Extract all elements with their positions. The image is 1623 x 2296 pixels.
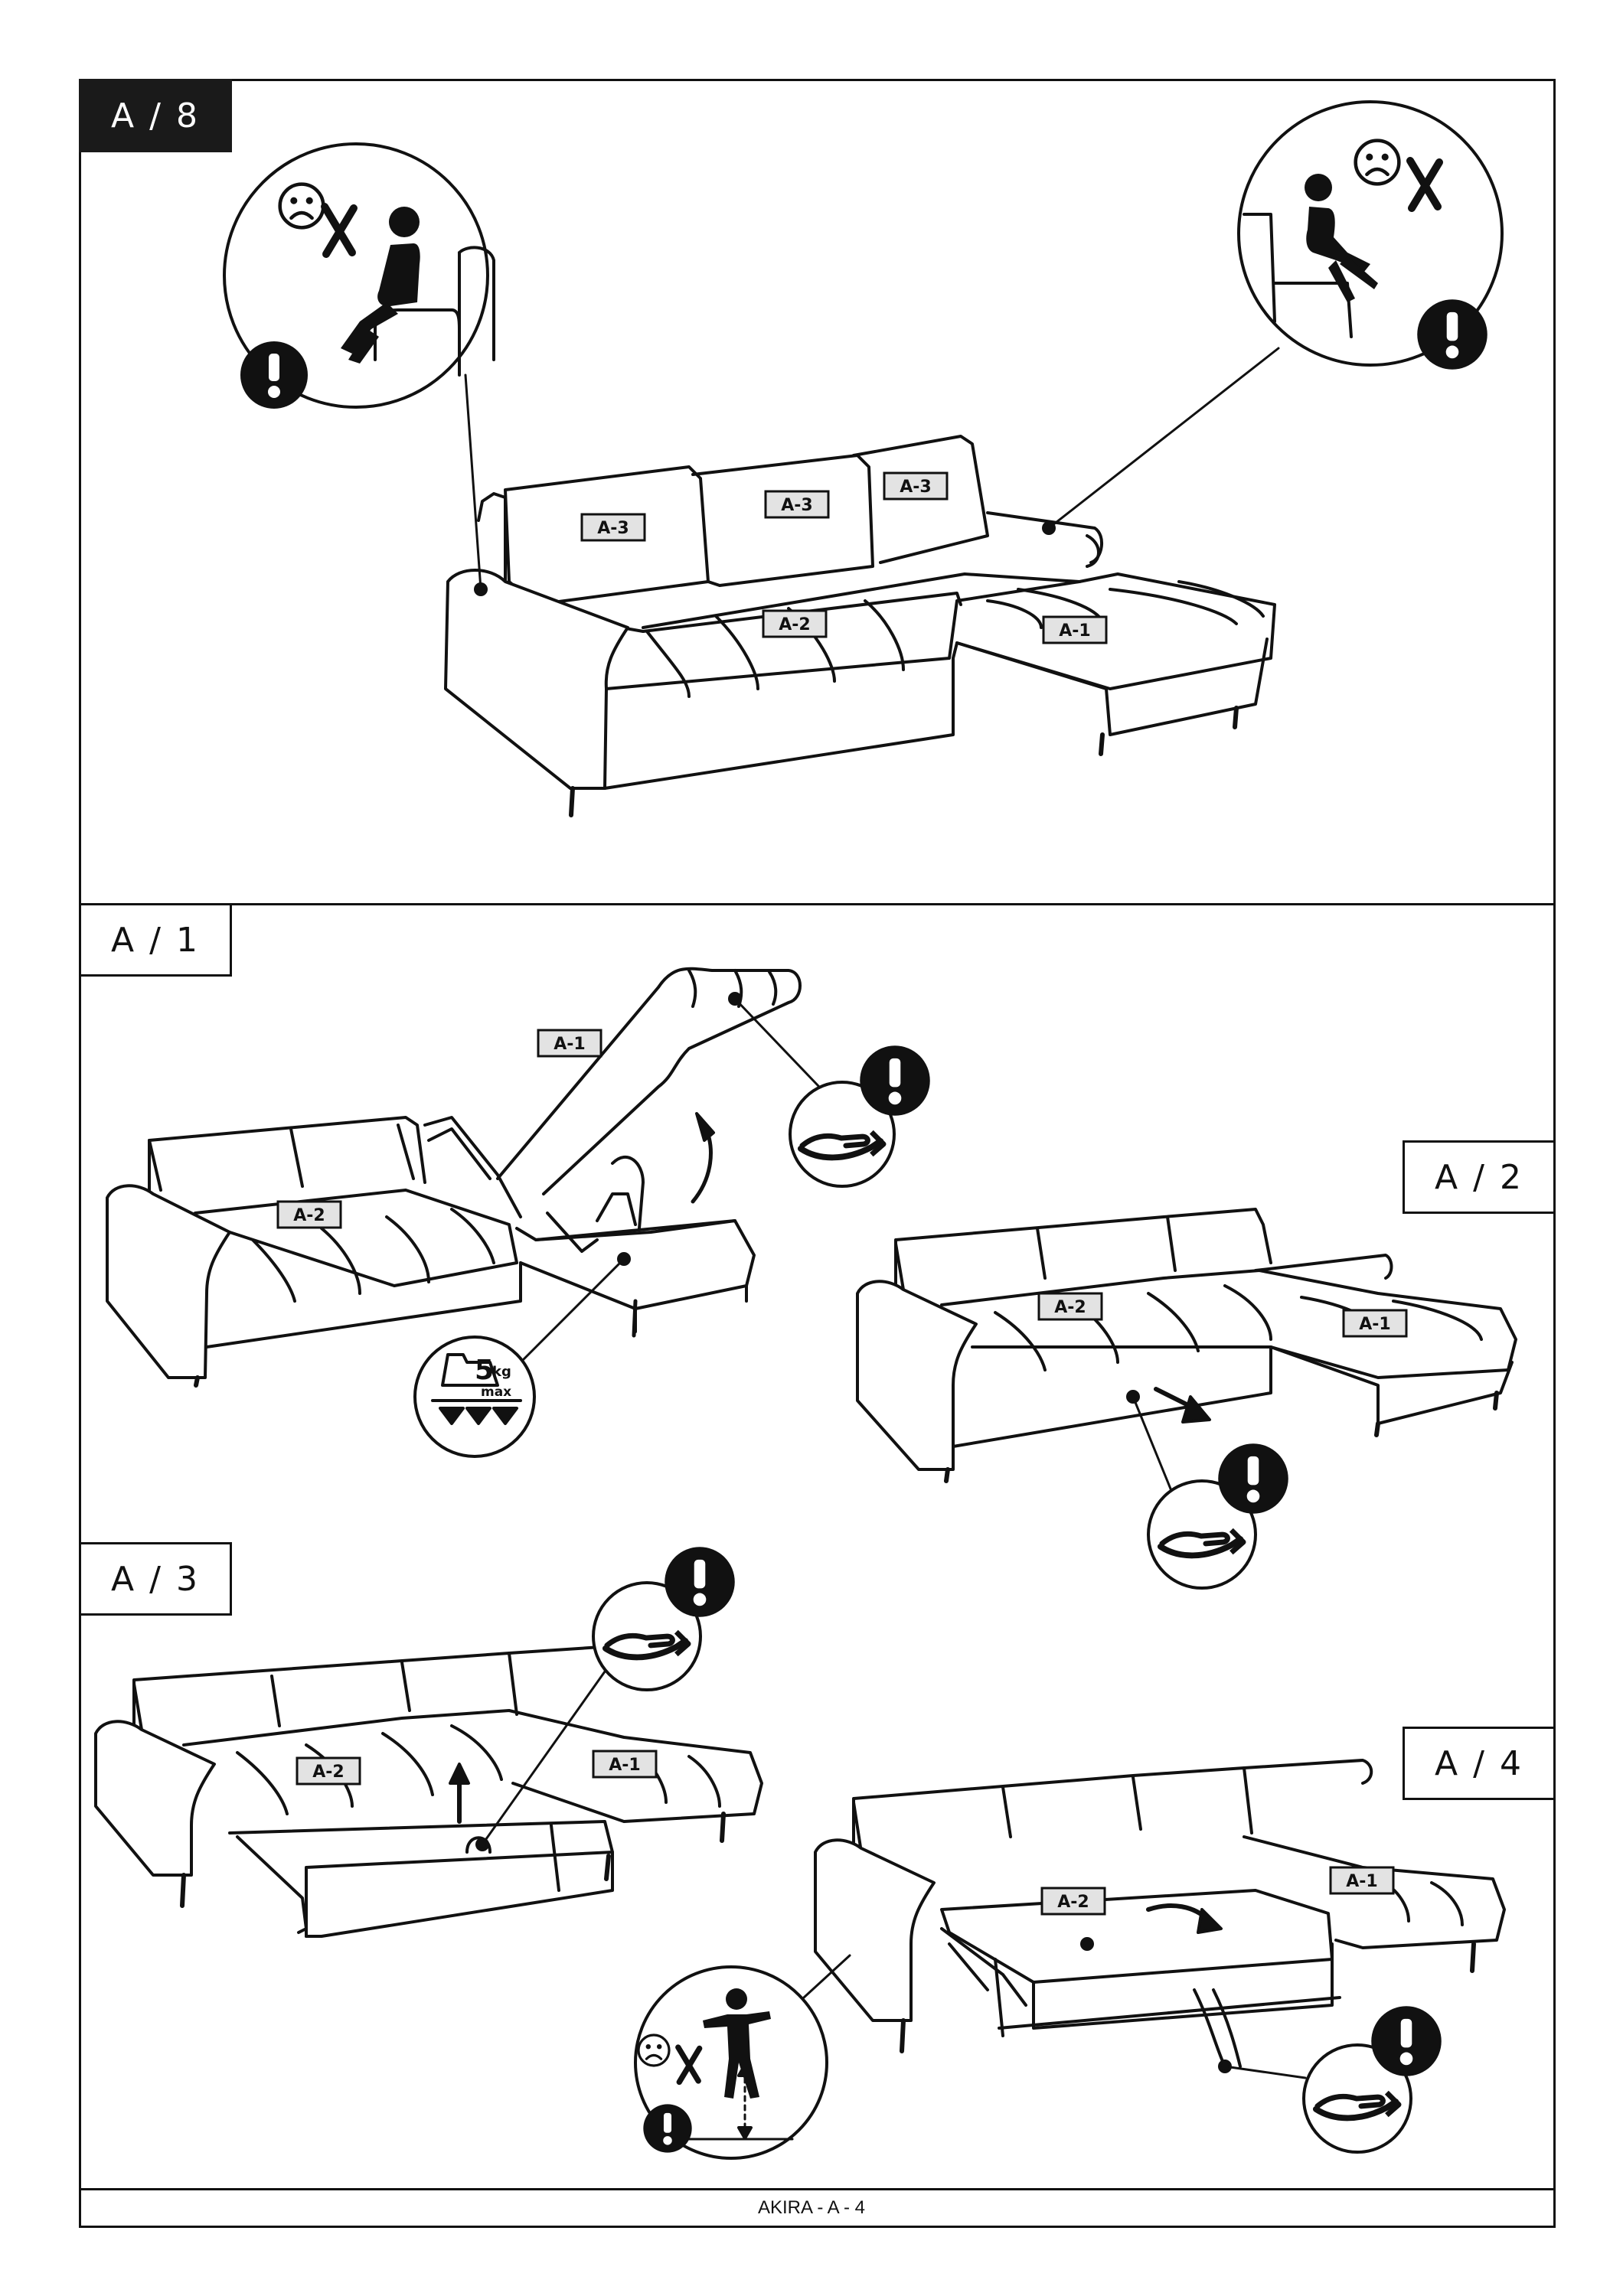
svg-text:A-1: A-1 [1059, 621, 1090, 641]
step-tag-a3: A / 3 [79, 1542, 232, 1616]
svg-text:A-3: A-3 [781, 496, 812, 515]
warning-icon [1371, 2006, 1442, 2076]
person-standing-icon [703, 1988, 771, 2099]
svg-text:A-1: A-1 [609, 1756, 640, 1775]
footer-page-label: AKIRA - A - 4 [757, 2197, 866, 2218]
svg-text:A-2: A-2 [293, 1206, 325, 1225]
part-labels: A-3 A-3 A-3 A-2 A-1 A-1 [276, 471, 1408, 1916]
svg-text:A-3: A-3 [597, 519, 629, 538]
label-a4-a1: A-1 [1329, 1866, 1395, 1895]
step-tag-a1: A / 1 [79, 903, 232, 977]
label-a4-a2: A-2 [1040, 1887, 1106, 1916]
label-a3-mid: A-3 [764, 490, 830, 519]
a4-sofa-drawing [802, 1759, 1506, 2079]
svg-text:A-2: A-2 [779, 615, 810, 634]
label-a3-a2: A-2 [296, 1756, 361, 1786]
warning-icon [860, 1045, 930, 1116]
warning-icon [665, 1547, 735, 1617]
label-a3-a1: A-1 [592, 1750, 658, 1779]
svg-text:A-2: A-2 [312, 1763, 344, 1782]
warning-icon [240, 341, 308, 409]
warning-icon [643, 2104, 692, 2153]
label-a1-a2: A-2 [276, 1200, 342, 1229]
label-a3-right: A-3 [883, 471, 949, 501]
svg-text:A-1: A-1 [554, 1035, 585, 1054]
svg-text:A-1: A-1 [1359, 1315, 1390, 1334]
a1-detail-weight [413, 1336, 536, 1458]
warning-icon [1417, 299, 1487, 370]
label-a8-a2: A-2 [762, 609, 828, 638]
weight-unit: kg [492, 1364, 511, 1380]
svg-text:A-2: A-2 [1057, 1893, 1089, 1912]
step-tag-a4: A / 4 [1403, 1727, 1556, 1800]
svg-text:A-2: A-2 [1054, 1298, 1086, 1317]
step-tag-a8: A / 8 [79, 79, 232, 152]
svg-text:A-3: A-3 [900, 478, 931, 497]
a8-sofa-drawing [444, 435, 1276, 817]
label-a3-left: A-3 [580, 513, 646, 542]
pictograms: 5 kg max [240, 141, 1487, 2153]
a1-sofa-drawing [106, 967, 821, 1388]
weight-value: 5 [475, 1355, 494, 1386]
warning-icon [1218, 1443, 1288, 1514]
a1-detail-hand [789, 1081, 896, 1188]
label-a8-a1: A-1 [1042, 615, 1108, 644]
person-sitting-icon [1305, 174, 1378, 302]
weight-qualifier: max [481, 1384, 511, 1400]
svg-text:A-1: A-1 [1346, 1872, 1377, 1891]
footer-frame [79, 2188, 1556, 2228]
label-a1-a1: A-1 [537, 1029, 603, 1058]
label-a2-a2: A-2 [1037, 1292, 1103, 1321]
step-tag-a2: A / 2 [1403, 1140, 1556, 1214]
a3-sofa-drawing [94, 1644, 763, 1938]
a2-sofa-drawing [856, 1208, 1517, 1502]
label-a2-a1: A-1 [1342, 1309, 1408, 1338]
weight-icon: 5 kg max [475, 1355, 511, 1400]
person-sitting-icon [341, 207, 420, 364]
